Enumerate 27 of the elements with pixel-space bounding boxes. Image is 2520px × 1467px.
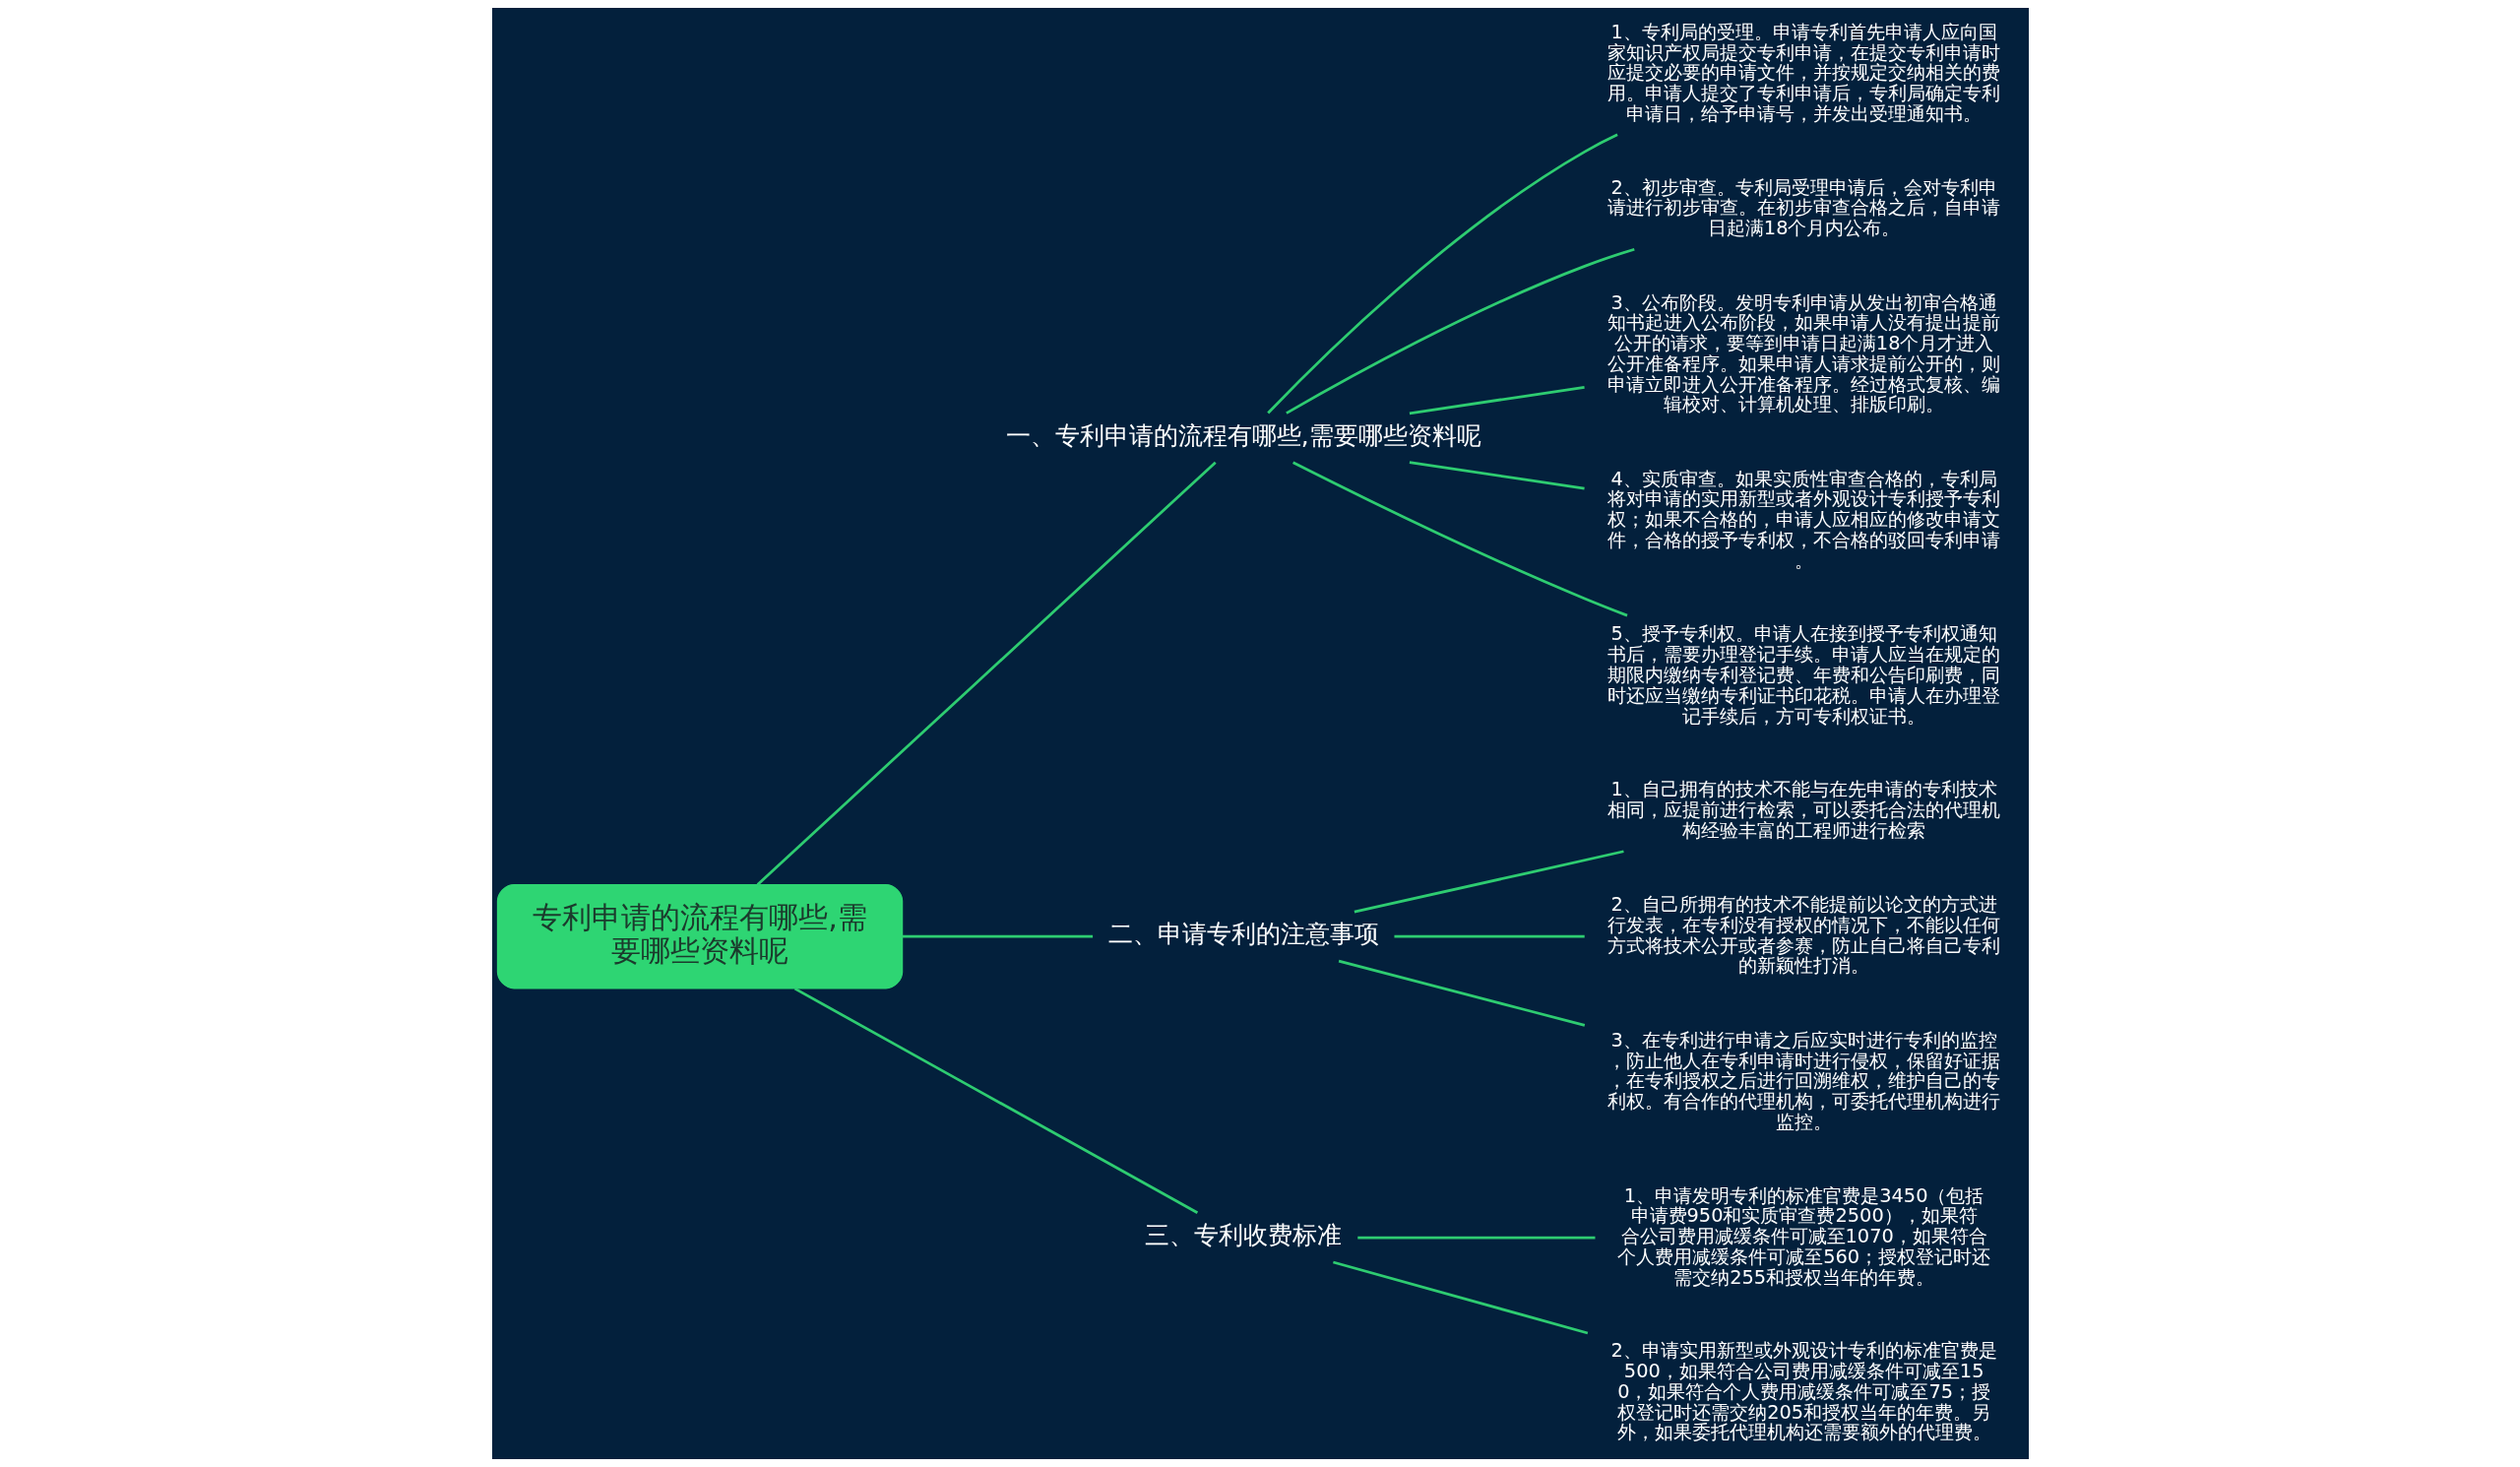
connector bbox=[1285, 247, 1635, 415]
connector bbox=[1354, 850, 1624, 914]
node-text: 1、专利局的受理。申请专利首先申请人应向国家知识产权局提交专利申请，在提交专利申请时应提交必要的申请文件，并按规定交纳相关的费用。申请人提交了专利申请后，专利局确定专利申请日，给予申请号，并发出受理通知书。 bbox=[1606, 20, 2000, 125]
connector bbox=[1356, 1236, 1595, 1240]
node-text: 二、申请专利的注意事项 bbox=[1107, 920, 1379, 949]
node-text: 1、自己拥有的技术不能与在先申请的专利技术相同，应提前进行检索，可以委托合法的代理机构经验丰富的工程师进行检索 bbox=[1606, 778, 2000, 842]
connector bbox=[902, 934, 1093, 938]
connector bbox=[1266, 133, 1618, 415]
node-box: 专利申请的流程有哪些,需要哪些资料呢 bbox=[496, 883, 903, 989]
connector bbox=[1292, 461, 1628, 617]
node-text: 3、公布阶段。发明专利申请从发出初审合格通知书起进入公布阶段，如果申请人没有提出提前公开的请求，要等到申请日起满18个月才进入公开准备程序。如果申请人请求提前公开的，则申请立即进入公开准备程序。经过格式复核、编辑校对、计算机处理、排版印刷。 bbox=[1606, 290, 2000, 416]
node-text: 一、专利申请的流程有哪些,需要哪些资料呢 bbox=[1005, 420, 1481, 450]
node-text: 2、初步审查。专利局受理申请后，会对专利申请进行初步审查。在初步审查合格之后，自申请日起满18个月内公布。 bbox=[1606, 175, 2000, 240]
node-text: 1、申请发明专利的标准官费是3450（包括申请费950和实质审查费2500），如果符合公司费用减缓条件可减至1070，如果符合个人费用减缓条件可减至560；授权登记时还需交纳255和授权当年的年费。 bbox=[1616, 1183, 1990, 1289]
connector bbox=[1409, 385, 1585, 415]
connector bbox=[1338, 959, 1585, 1027]
node-text: 5、授予专利权。申请人在接到授予专利权通知书后，需要办理登记手续。申请人应当在规定的期限内缴纳专利登记费、年费和公告印刷费，同时还应当缴纳专利证书印花税。申请人在办理登记手续后，方可专利权证书。 bbox=[1606, 622, 2000, 728]
node-text: 2、自己所拥有的技术不能提前以论文的方式进行发表，在专利没有授权的情况下，不能以任何方式将技术公开或者参赛，防止自己将自己专利的新颖性打消。 bbox=[1606, 893, 2000, 978]
node-text: 2、申请实用新型或外观设计专利的标准官费是500，如果符合公司费用减缓条件可减至150，如果符合个人费用减缓条件可减至75；授权登记时还需交纳205和授权当年的年费。另外，如果委托代理机构还需要额外的代理费。 bbox=[1610, 1339, 1997, 1444]
connector bbox=[793, 987, 1198, 1214]
connector bbox=[1409, 461, 1585, 490]
connector bbox=[1393, 934, 1585, 938]
node-text: 3、在专利进行申请之后应实时进行专利的监控，防止他人在专利申请时进行侵权，保留好证据，在专利授权之后进行回溯维权，维护自己的专利权。有合作的代理机构，可委托代理机构进行监控。 bbox=[1606, 1028, 2000, 1133]
node-text: 三、专利收费标准 bbox=[1144, 1221, 1342, 1250]
connector bbox=[1332, 1260, 1588, 1335]
node-text: 4、实质审查。如果实质性审查合格的，专利局将对申请的实用新型或者外观设计专利授予专利权；如果不合格的，申请人应相应的修改申请文件，合格的授予专利权，不合格的驳回专利申请。 bbox=[1606, 467, 2000, 572]
connector bbox=[756, 461, 1217, 886]
